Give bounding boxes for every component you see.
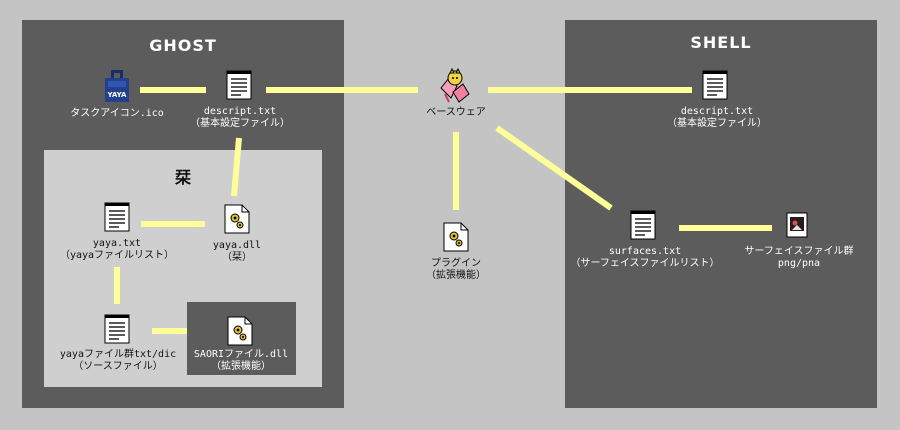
shell-descript-desc: （基本設定ファイル）	[667, 118, 767, 129]
yaya-dll-desc: （栞）	[221, 252, 252, 263]
wire-baseware-surfaces	[495, 125, 613, 211]
surfaces-caption: surfaces.txt （サーフェイスファイルリスト）	[570, 246, 719, 270]
surface-images-name: サーフェイスファイル群	[744, 246, 854, 257]
ghost-descript-name: descript.txt	[203, 106, 277, 117]
dic-file-icon[interactable]	[104, 314, 130, 348]
plugin-file-icon[interactable]	[443, 222, 469, 256]
image-file-icon	[786, 212, 808, 238]
shell-descript-name: descript.txt	[680, 106, 754, 117]
shell-descript-caption: descript.txt （基本設定ファイル）	[667, 106, 767, 130]
yaya-task-icon: YAYA	[105, 70, 129, 102]
dll-gear-icon	[224, 204, 250, 234]
surfaces-file-icon[interactable]	[630, 210, 656, 244]
yaya-dll-name: yaya.dll	[212, 240, 262, 251]
surface-images-caption: サーフェイスファイル群 png/pna	[744, 246, 853, 270]
dic-name: yayaファイル群txt/dic	[59, 349, 177, 360]
text-file-icon	[630, 210, 656, 240]
shell-title: SHELL	[690, 33, 752, 52]
wire-descript-dll	[231, 137, 242, 197]
task-icon[interactable]: YAYA	[103, 70, 131, 104]
ghost-descript-caption: descript.txt （基本設定ファイル）	[190, 106, 290, 130]
ghost-descript-desc: （基本設定ファイル）	[190, 118, 290, 129]
saori-file-icon[interactable]	[227, 316, 253, 350]
plugin-desc: （拡張機能）	[426, 270, 486, 281]
text-file-icon	[104, 314, 130, 344]
text-file-icon	[104, 202, 130, 232]
dic-caption: yayaファイル群txt/dic （ソースファイル）	[60, 349, 176, 373]
text-file-icon	[226, 70, 252, 100]
shell-descript-file-icon[interactable]	[702, 70, 728, 104]
yaya-txt-caption: yaya.txt （yayaファイルリスト）	[60, 238, 174, 262]
ghost-title: GHOST	[149, 36, 217, 55]
plugin-caption: プラグイン （拡張機能）	[426, 258, 486, 282]
text-file-icon	[702, 70, 728, 100]
satori-title: 栞	[174, 168, 191, 187]
plugin-name: プラグイン	[431, 258, 481, 269]
dll-gear-icon	[443, 222, 469, 252]
yaya-txt-desc: （yayaファイルリスト）	[59, 250, 175, 261]
baseware-icon[interactable]	[437, 67, 473, 110]
yaya-dll-file-icon[interactable]	[224, 204, 250, 238]
baseware-caption: ベースウェア	[426, 107, 486, 119]
saori-name: SAORIファイル.dll	[193, 349, 289, 360]
yaya-txt-name: yaya.txt	[92, 238, 142, 249]
task-icon-label: タスクアイコン.ico	[70, 108, 164, 120]
surface-image-file-icon[interactable]	[786, 212, 808, 242]
saori-desc: （拡張機能）	[211, 361, 271, 372]
baseware-label: ベースウェア	[426, 107, 486, 118]
task-icon-badge: YAYA	[107, 91, 128, 99]
dic-desc: （ソースファイル）	[73, 361, 163, 372]
task-icon-filename: タスクアイコン.ico	[70, 108, 164, 119]
yaya-dll-caption: yaya.dll （栞）	[213, 240, 261, 264]
dll-gear-icon	[227, 316, 253, 346]
surfaces-name: surfaces.txt	[608, 246, 682, 257]
yaya-txt-file-icon[interactable]	[104, 202, 130, 236]
ghost-descript-file-icon[interactable]	[226, 70, 252, 104]
saori-caption: SAORIファイル.dll （拡張機能）	[194, 349, 288, 373]
surface-images-desc: png/pna	[777, 258, 821, 269]
baseware-cat-icon	[440, 67, 470, 103]
surfaces-desc: （サーフェイスファイルリスト）	[570, 258, 720, 269]
